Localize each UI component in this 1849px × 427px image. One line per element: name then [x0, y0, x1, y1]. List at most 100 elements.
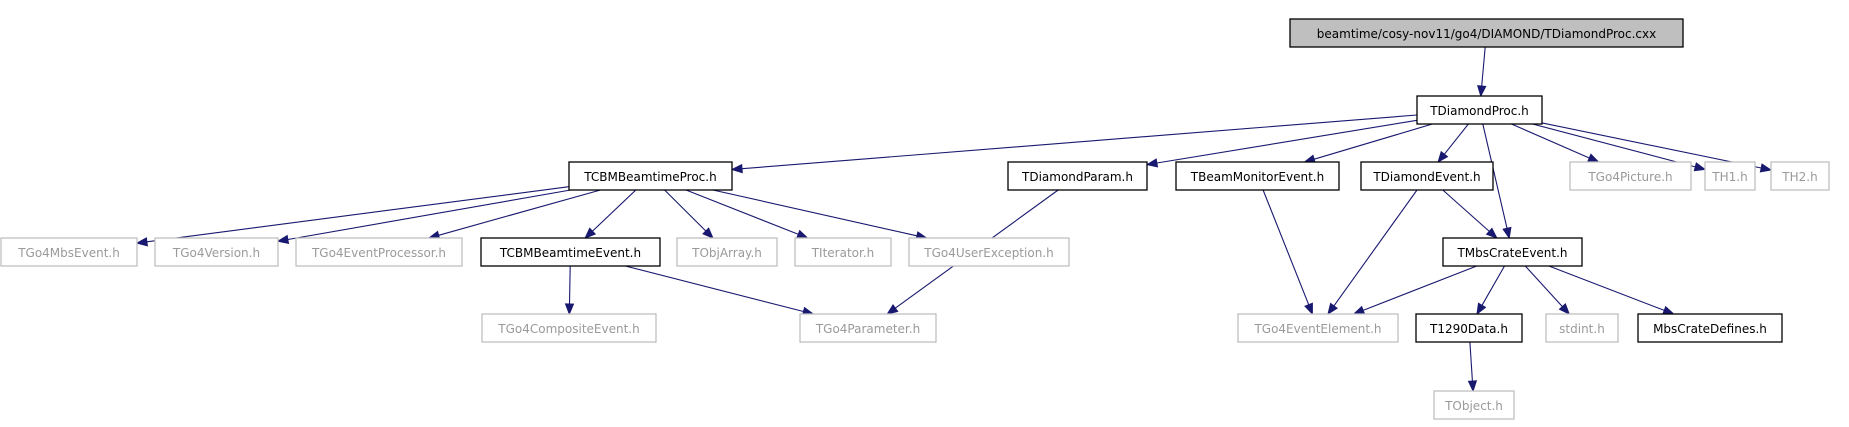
node-evelem: TGo4EventElement.h	[1237, 313, 1399, 343]
arrowhead-icon	[135, 237, 148, 247]
edge-proc_h-to-th1	[1532, 123, 1707, 172]
node-proc_h[interactable]: TDiamondProc.h	[1416, 95, 1543, 125]
arrowhead-icon	[1145, 158, 1159, 168]
node-label: MbsCrateDefines.h	[1653, 322, 1767, 336]
edge-cbm_proc-to-evproc	[427, 189, 601, 240]
node-box	[1704, 161, 1756, 191]
arrowhead-icon	[276, 234, 290, 245]
edge-line	[1314, 123, 1433, 160]
node-tobject: TObject.h	[1433, 390, 1515, 420]
node-version: TGo4Version.h	[154, 237, 279, 267]
node-label: beamtime/cosy-nov11/go4/DIAMOND/TDiamond…	[1317, 27, 1656, 41]
edge-crate-to-stdint	[1524, 265, 1571, 315]
node-box	[1545, 313, 1619, 343]
edge-line	[1262, 189, 1310, 305]
node-param[interactable]: TDiamondParam.h	[1007, 161, 1148, 191]
node-label: TObject.h	[1444, 399, 1503, 413]
node-label: TDiamondProc.h	[1429, 104, 1529, 118]
node-composite: TGo4CompositeEvent.h	[481, 313, 657, 343]
node-box	[794, 237, 892, 267]
node-userexc: TGo4UserException.h	[908, 237, 1070, 267]
edge-line	[1442, 189, 1490, 232]
edge-proc_h-to-param	[1145, 119, 1418, 168]
edge-beammon-to-evelem	[1262, 189, 1313, 316]
node-cratedef[interactable]: MbsCrateDefines.h	[1637, 313, 1783, 343]
node-cbm_event[interactable]: TCBMBeamtimeEvent.h	[480, 237, 661, 267]
node-box	[1175, 161, 1340, 191]
edge-line	[1548, 265, 1665, 311]
edge-crate-to-t1290	[1476, 265, 1505, 316]
edge-cbm_event-to-parameter	[625, 265, 815, 316]
node-label: T1290Data.h	[1429, 322, 1508, 336]
node-box	[1007, 161, 1148, 191]
edge-line	[287, 189, 571, 241]
node-box	[1360, 161, 1494, 191]
node-label: TMbsCrateEvent.h	[1456, 246, 1567, 260]
node-evproc: TGo4EventProcessor.h	[295, 237, 463, 267]
edge-line	[1156, 119, 1418, 164]
arrowhead-icon	[1352, 305, 1366, 315]
node-label: TH2.h	[1781, 170, 1817, 184]
arrowhead-icon	[1327, 302, 1338, 316]
node-box	[568, 161, 733, 191]
node-root[interactable]: beamtime/cosy-nov11/go4/DIAMOND/TDiamond…	[1289, 18, 1684, 48]
arrowhead-icon	[730, 163, 743, 174]
node-label: stdint.h	[1559, 322, 1605, 336]
edge-proc_h-to-picture	[1511, 123, 1600, 163]
node-label: TGo4Version.h	[172, 246, 260, 260]
node-label: TH1.h	[1711, 170, 1747, 184]
edge-diaevent-to-evelem	[1327, 189, 1418, 316]
node-box	[1237, 313, 1399, 343]
node-stdint: stdint.h	[1545, 313, 1619, 343]
edge-t1290-to-tobject	[1467, 341, 1478, 393]
node-label: TGo4MbsEvent.h	[17, 246, 120, 260]
edge-proc_h-to-beammon	[1303, 123, 1433, 164]
node-label: TDiamondParam.h	[1021, 170, 1133, 184]
node-picture: TGo4Picture.h	[1569, 161, 1692, 191]
node-crate[interactable]: TMbsCrateEvent.h	[1442, 237, 1583, 267]
edge-diaevent-to-crate	[1442, 189, 1498, 239]
node-label: TCBMBeamtimeEvent.h	[499, 246, 641, 260]
arrowhead-icon	[702, 227, 714, 239]
edge-line	[1469, 341, 1473, 382]
arrowhead-icon	[1693, 162, 1707, 172]
edge-line	[1511, 123, 1590, 159]
edge-line	[1482, 123, 1508, 229]
node-box	[0, 237, 138, 267]
edge-line	[741, 114, 1418, 170]
edge-cbm_proc-to-objarray	[664, 189, 714, 239]
node-beammon[interactable]: TBeamMonitorEvent.h	[1175, 161, 1340, 191]
arrowhead-icon	[1759, 163, 1773, 173]
edge-root-to-proc_h	[1477, 46, 1487, 98]
node-label: TDiamondEvent.h	[1372, 170, 1480, 184]
node-label: TIterator.h	[811, 246, 875, 260]
node-box	[1442, 237, 1583, 267]
nodes-layer: beamtime/cosy-nov11/go4/DIAMOND/TDiamond…	[0, 18, 1830, 420]
edge-line	[438, 189, 601, 236]
arrowhead-icon	[1502, 226, 1512, 240]
edge-crate-to-cratedef	[1548, 265, 1675, 315]
arrowhead-icon	[1304, 302, 1313, 316]
node-diaevent[interactable]: TDiamondEvent.h	[1360, 161, 1494, 191]
arrowhead-icon	[1662, 305, 1675, 315]
node-box	[1415, 313, 1523, 343]
node-label: TGo4UserException.h	[923, 246, 1053, 260]
arrowhead-icon	[1485, 227, 1498, 239]
node-t1290[interactable]: T1290Data.h	[1415, 313, 1523, 343]
edge-line	[685, 189, 799, 235]
node-box	[908, 237, 1070, 267]
arrowhead-icon	[1476, 302, 1487, 316]
edge-line	[664, 189, 707, 232]
node-objarray: TObjArray.h	[676, 237, 778, 267]
node-box	[676, 237, 778, 267]
node-box	[1637, 313, 1783, 343]
arrowhead-icon	[1477, 85, 1487, 98]
edge-line	[1481, 265, 1505, 306]
edge-line	[1541, 122, 1762, 169]
edge-line	[592, 189, 637, 232]
node-label: TGo4Picture.h	[1587, 170, 1672, 184]
node-box	[295, 237, 463, 267]
node-cbm_proc[interactable]: TCBMBeamtimeProc.h	[568, 161, 733, 191]
edge-line	[1362, 265, 1477, 311]
